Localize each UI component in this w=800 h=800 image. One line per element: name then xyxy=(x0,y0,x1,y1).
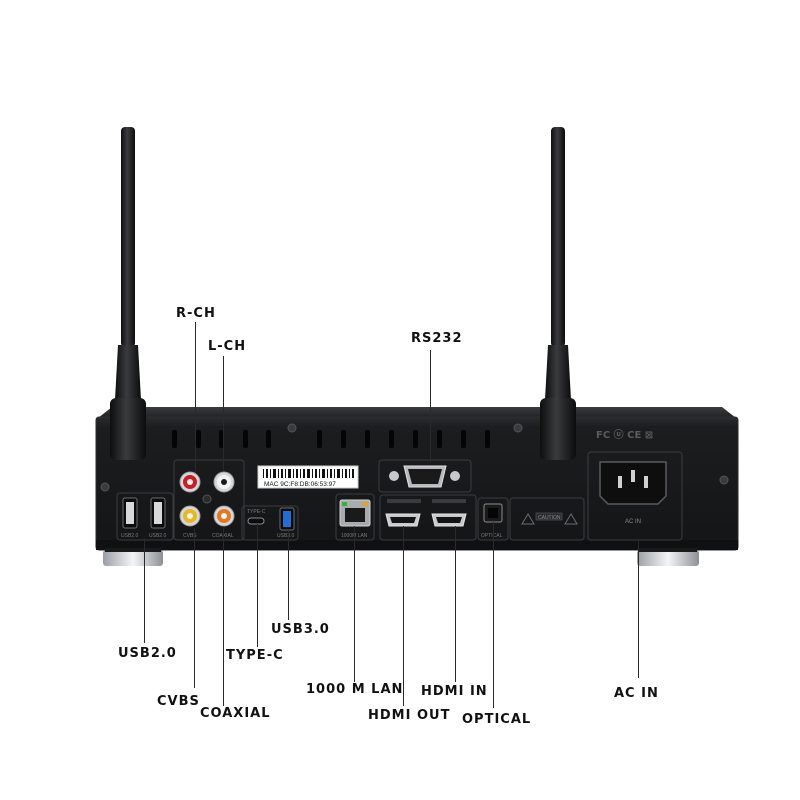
usb3-port-label: USB3.0 xyxy=(277,533,294,539)
leader-lan xyxy=(354,526,355,682)
certification-marks: FC ⓤ CE ⊠ xyxy=(596,428,653,441)
caution-label: CAUTION xyxy=(509,497,585,541)
leader-hdmi-out xyxy=(403,526,404,706)
usb2-port-label-2: USB2.0 xyxy=(149,533,166,539)
callout-coaxial: COAXIAL xyxy=(200,706,271,721)
antenna-left xyxy=(110,127,146,460)
antenna-right xyxy=(540,127,576,460)
mac-sticker: MAC 9C:F8:DB:06:53:97 xyxy=(257,465,359,489)
coaxial-port-label: COAXIAL xyxy=(212,533,234,539)
callout-lan: 1000 M LAN xyxy=(306,682,404,697)
leader-r-ch xyxy=(195,322,196,472)
usb2-port-label-1: USB2.0 xyxy=(121,533,138,539)
caution-text: CAUTION xyxy=(538,515,561,521)
leader-rs232 xyxy=(430,350,431,462)
leader-usb2 xyxy=(144,538,145,643)
rca-jacks: CVBS COAXIAL xyxy=(173,459,245,541)
ac-in-port-label: AC IN xyxy=(625,519,641,525)
optical-port: OPTICAL xyxy=(477,497,509,541)
vent-slots xyxy=(172,430,490,448)
callout-l-ch: L-CH xyxy=(208,339,247,354)
leader-ac-in xyxy=(638,540,639,678)
usb2-ports: USB2.0 USB2.0 xyxy=(116,492,174,541)
callout-ac-in: AC IN xyxy=(614,686,659,701)
leader-l-ch xyxy=(223,356,224,471)
callout-rs232: RS232 xyxy=(411,331,463,346)
callout-optical: OPTICAL xyxy=(462,712,532,727)
callout-usb3: USB3.0 xyxy=(271,622,330,637)
leader-usb3 xyxy=(288,530,289,620)
hdmi-ports xyxy=(379,494,477,541)
optical-port-label: OPTICAL xyxy=(481,533,503,539)
leader-type-c xyxy=(257,524,258,647)
callout-type-c: TYPE-C xyxy=(226,648,284,663)
mac-address-text: MAC 9C:F8:DB:06:53:97 xyxy=(264,481,336,488)
callout-usb2: USB2.0 xyxy=(118,646,177,661)
leader-cvbs xyxy=(194,528,195,688)
ac-inlet: AC IN xyxy=(587,451,683,541)
callout-cvbs: CVBS xyxy=(157,694,200,709)
callout-r-ch: R-CH xyxy=(176,306,216,321)
typec-port-label: TYPE-C xyxy=(247,509,266,515)
leader-optical xyxy=(493,522,494,708)
feet xyxy=(103,548,699,566)
callout-hdmi-in: HDMI IN xyxy=(421,684,488,699)
typec-usb3-ports: TYPE-C USB3.0 xyxy=(241,505,299,541)
leader-coaxial xyxy=(223,528,224,706)
rs232-port xyxy=(378,459,472,493)
cvbs-port-label: CVBS xyxy=(183,533,197,539)
leader-hdmi-in xyxy=(455,526,456,682)
callout-hdmi-out: HDMI OUT xyxy=(368,708,451,723)
